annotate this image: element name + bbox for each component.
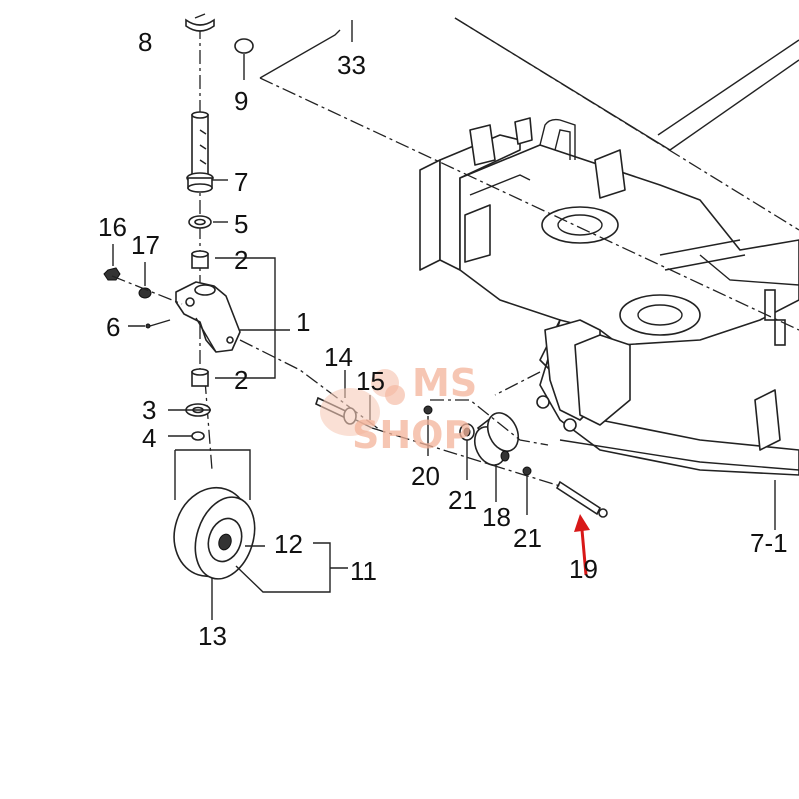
callout-8: 8 bbox=[138, 27, 152, 57]
highlight-arrow bbox=[574, 514, 590, 576]
callout-2-upper: 2 bbox=[234, 245, 248, 275]
callout-1: 1 bbox=[296, 307, 310, 337]
watermark-line-1: MS bbox=[412, 361, 477, 405]
callout-5: 5 bbox=[234, 209, 248, 239]
caster-wheel bbox=[173, 449, 348, 620]
shop-watermark-logo: MS SHOP bbox=[320, 361, 477, 457]
callout-3: 3 bbox=[142, 395, 156, 425]
callout-7-1: 7-1 bbox=[750, 528, 788, 558]
mower-deck-frame bbox=[259, 17, 799, 530]
callout-2-lower: 2 bbox=[234, 365, 248, 395]
callout-16: 16 bbox=[98, 212, 127, 242]
caster-spindle-assembly bbox=[103, 13, 381, 471]
callout-4: 4 bbox=[142, 423, 156, 453]
callout-33: 33 bbox=[337, 50, 366, 80]
callout-21-right: 21 bbox=[513, 523, 542, 553]
watermark-line-2: SHOP bbox=[352, 413, 471, 457]
callout-19: 19 bbox=[569, 554, 598, 584]
callout-9: 9 bbox=[234, 86, 248, 116]
callout-6: 6 bbox=[106, 312, 120, 342]
callout-11: 11 bbox=[350, 556, 377, 586]
callout-14: 14 bbox=[324, 342, 353, 372]
callout-21-left: 21 bbox=[448, 485, 477, 515]
callout-17: 17 bbox=[131, 230, 160, 260]
callout-labels: 8 9 33 7 5 16 17 2 1 6 2 14 15 3 4 20 21… bbox=[98, 27, 788, 651]
callout-13: 13 bbox=[198, 621, 227, 651]
callout-20: 20 bbox=[411, 461, 440, 491]
callout-7: 7 bbox=[234, 167, 248, 197]
snap-ring bbox=[234, 38, 254, 54]
callout-18: 18 bbox=[482, 502, 511, 532]
callout-15: 15 bbox=[356, 366, 385, 396]
callout-12: 12 bbox=[274, 529, 303, 559]
